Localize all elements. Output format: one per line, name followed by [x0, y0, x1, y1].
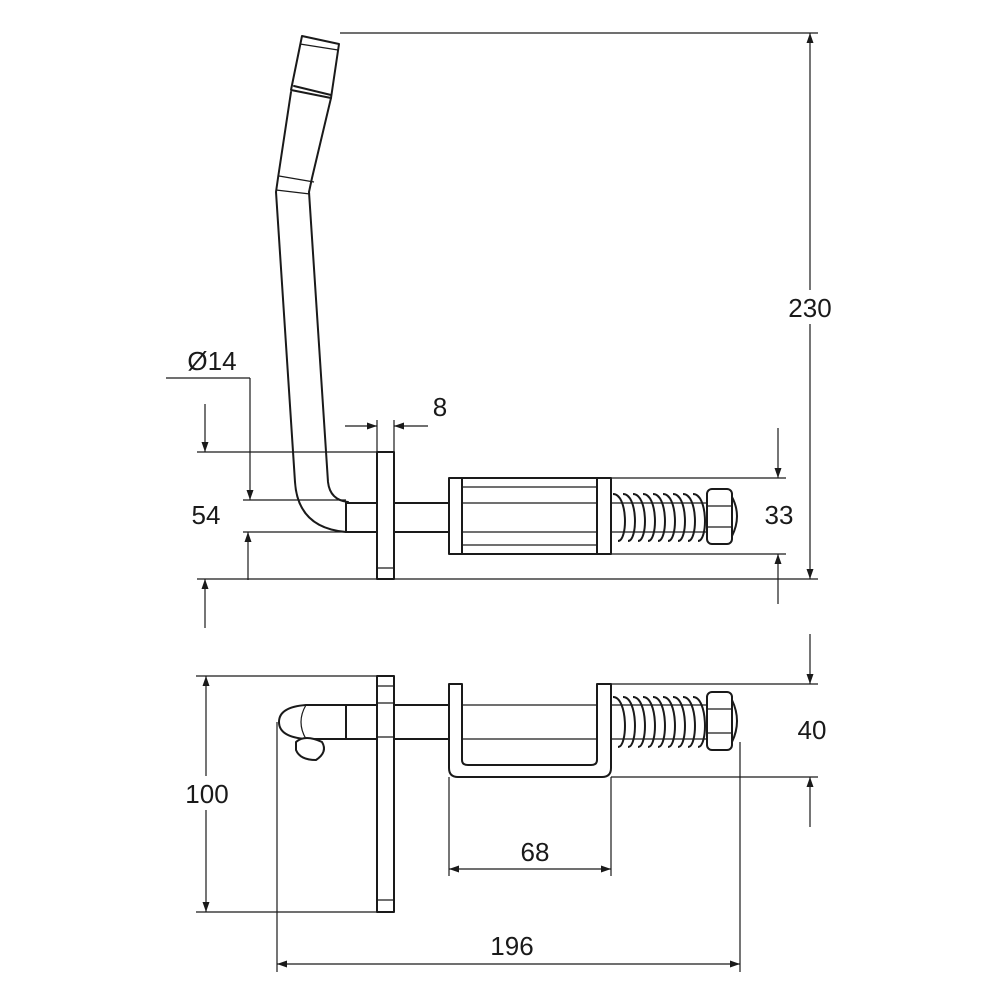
- dimension-230: 230: [782, 33, 838, 579]
- dimension-100: 100: [180, 676, 234, 912]
- dimension-8: 8: [345, 392, 447, 430]
- dim-label-230: 230: [788, 293, 831, 323]
- spring-side: [611, 493, 712, 542]
- handle-end-plan: [278, 704, 347, 761]
- dim-label-54: 54: [192, 500, 221, 530]
- plan-extension-lines: [196, 675, 818, 972]
- nut-side: [706, 488, 738, 545]
- dim-label-33: 33: [765, 500, 794, 530]
- dim-label-196: 196: [490, 931, 533, 961]
- handle-shaft: [275, 91, 349, 533]
- bracket-plan: [448, 683, 612, 778]
- nut-plan: [706, 691, 738, 751]
- dimension-68: 68: [449, 837, 611, 873]
- side-view: 230 Ø14 8 54 33: [166, 32, 838, 628]
- dim-label-8: 8: [433, 392, 447, 422]
- dim-label-40: 40: [798, 715, 827, 745]
- plate-plan: [376, 675, 395, 913]
- spring-plan: [611, 696, 712, 748]
- dim-label-100: 100: [185, 779, 228, 809]
- dimension-diameter-14: Ø14: [187, 346, 254, 500]
- dimension-54: 54: [192, 404, 252, 628]
- dim-label-68: 68: [521, 837, 550, 867]
- dim-label-diameter: Ø14: [187, 346, 236, 376]
- housing-side: [448, 477, 612, 555]
- handle-grip: [290, 35, 340, 99]
- plan-view: 100 40 68 196: [180, 634, 826, 972]
- plate-side: [376, 451, 395, 580]
- pin-rod-plan: [345, 704, 450, 740]
- pin-rod-side: [345, 502, 450, 533]
- dimension-196: 196: [277, 931, 740, 968]
- dimension-33: 33: [765, 428, 794, 604]
- dimension-40: 40: [798, 634, 827, 827]
- side-extension-lines: [166, 32, 818, 580]
